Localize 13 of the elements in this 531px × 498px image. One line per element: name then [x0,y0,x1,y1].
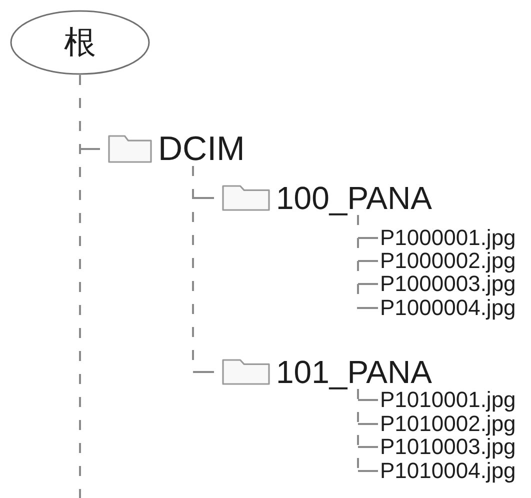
file-name: P1010001.jpg [378,389,516,411]
file-name: P1010002.jpg [378,413,516,435]
file-name: P1000003.jpg [378,273,516,295]
file-name: P1010004.jpg [378,460,516,482]
file-name: P1010003.jpg [378,436,516,458]
file-name: P1000004.jpg [378,297,516,319]
folder-name: 101_PANA [276,355,432,389]
folder-name: 100_PANA [276,181,432,215]
node-label: 根 [64,24,96,60]
file-name: P1000002.jpg [378,250,516,272]
root-ellipse [10,10,150,75]
folder-name: DCIM [158,132,245,166]
file-name: P1000001.jpg [378,227,516,249]
